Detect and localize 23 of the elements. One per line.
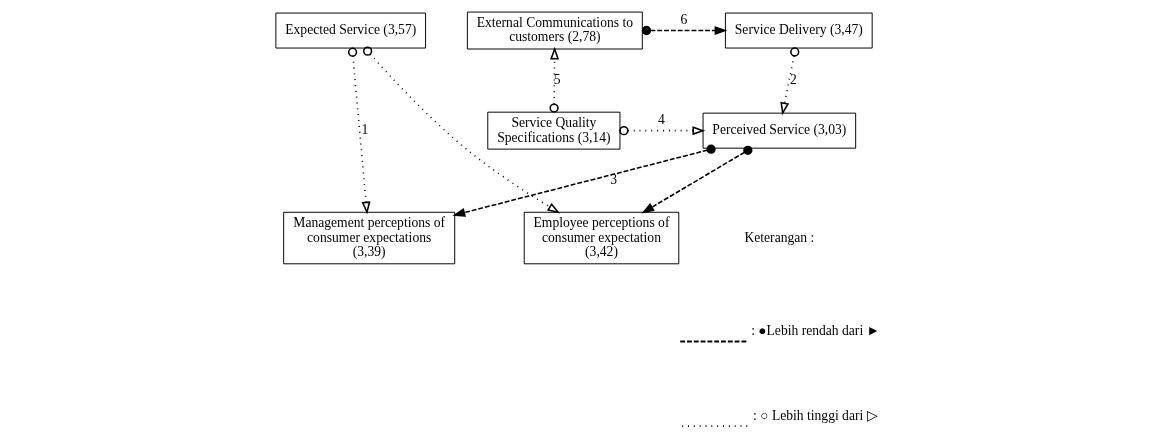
edge-label: 2: [790, 72, 797, 88]
node-box: Perceived Service (3,03): [702, 112, 857, 149]
node-box: Service Delivery (3,47): [724, 12, 873, 49]
arrow: [549, 46, 560, 113]
node-box: Employee perceptions of consumer expectation (3,42): [523, 211, 680, 265]
legend-label: : ●Lebih rendah dari ►: [751, 322, 881, 338]
legend-label: : ○ Lebih tinggi dari ▷: [753, 407, 878, 423]
arrow: [641, 145, 753, 214]
node-box: Expected Service (3,57): [275, 12, 427, 49]
arrow: [619, 126, 706, 136]
node-box: Management perceptions of consumer expectations (3,39): [283, 211, 456, 265]
edge-label: 4: [658, 112, 665, 128]
arrow: [347, 47, 371, 215]
edge-label: 6: [680, 11, 688, 27]
node-box: External Communications to customers (2,78): [466, 11, 643, 50]
arrow: [641, 25, 728, 36]
arrow: [362, 46, 561, 214]
edge-label: 5: [553, 72, 561, 88]
label: Keterangan :: [744, 229, 815, 245]
edge-label: 1: [361, 122, 369, 138]
arrow: [452, 144, 716, 217]
node-box: Service Quality Specifications (3,14): [487, 111, 621, 150]
arrow: [780, 47, 800, 116]
